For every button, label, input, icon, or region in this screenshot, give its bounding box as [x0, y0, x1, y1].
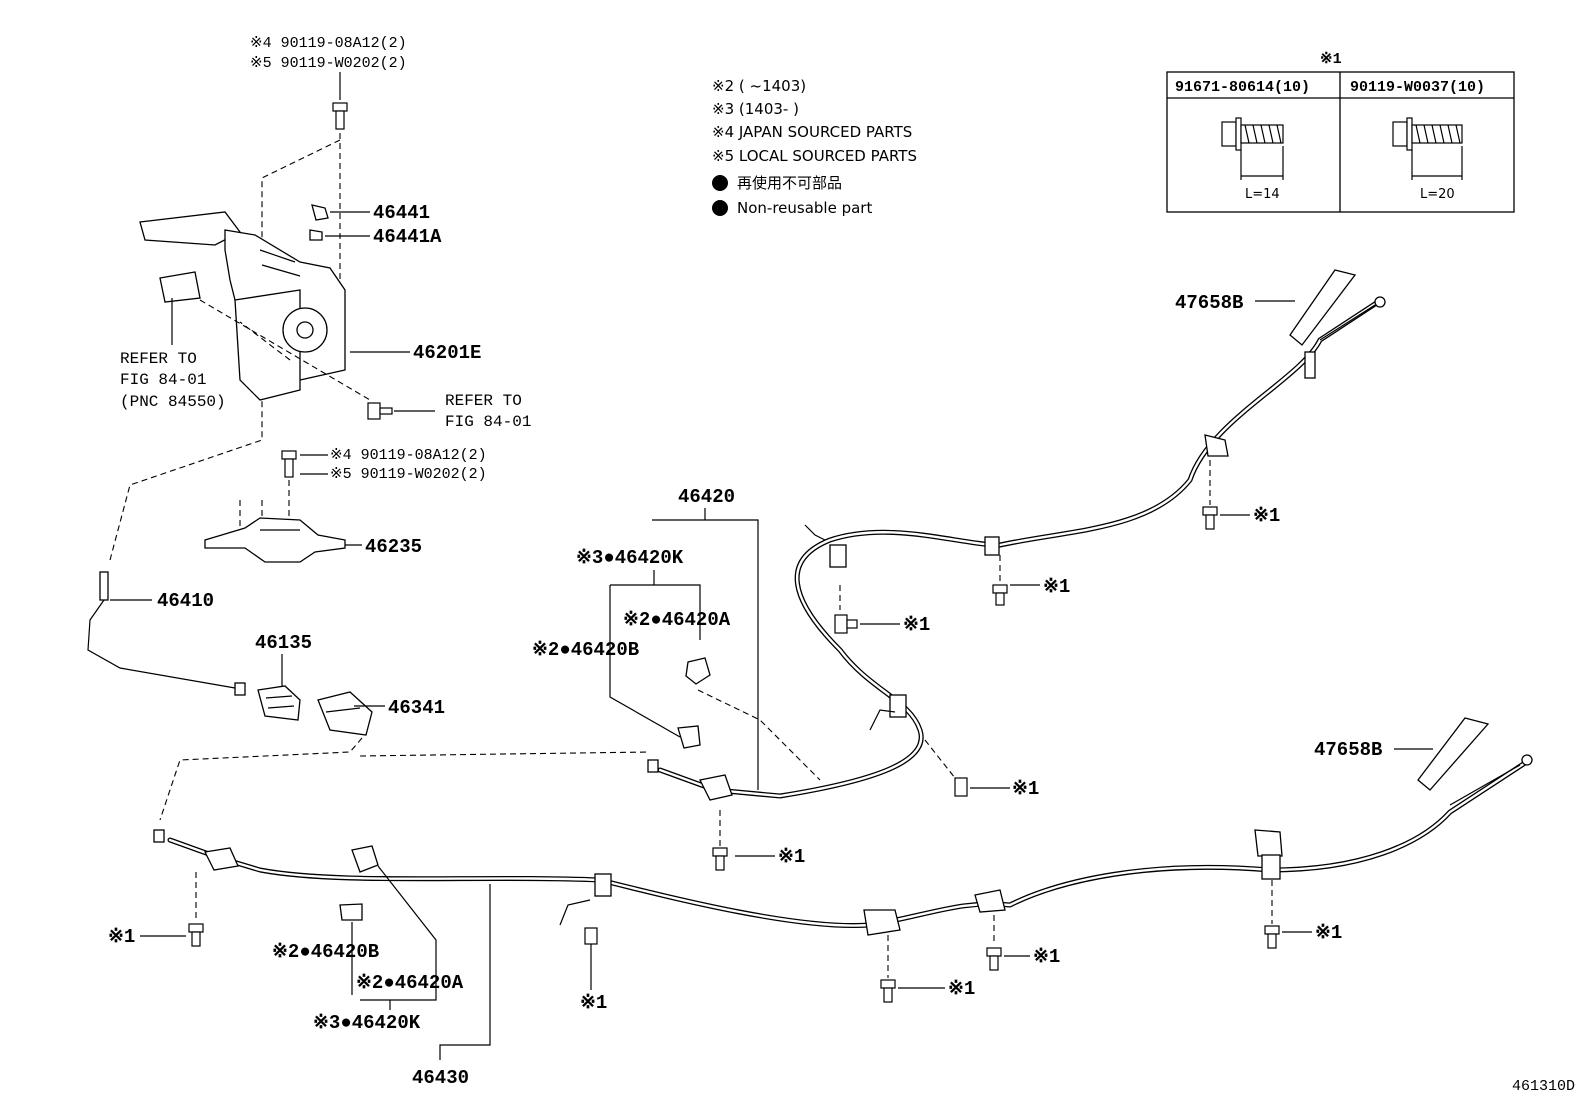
flange-bolt-icon: [1392, 117, 1463, 180]
table-col-2: 90119-W0037(10): [1350, 79, 1485, 96]
screw-icon: [367, 402, 393, 420]
x1-label: ※1: [1012, 778, 1039, 800]
legend-note-3: ※3 (1403- ): [712, 100, 799, 118]
legend-non-reusable-en: Non-reusable part: [737, 199, 872, 217]
refer-text-1c: (PNC 84550): [120, 393, 226, 411]
parking-brake-lever: [139, 211, 346, 401]
x1-label: ※1: [1033, 946, 1060, 968]
refer-text-2a: REFER TO: [445, 392, 522, 410]
mid-bolt-label-b: ※5 90119-W0202(2): [330, 466, 487, 483]
label-46201E: 46201E: [413, 342, 481, 364]
cable-end-lower-left: [153, 829, 239, 871]
flange-bolt-icon: [1221, 117, 1284, 180]
x1-label: ※1: [580, 992, 607, 1014]
x1-label: ※1: [948, 978, 975, 1000]
refer-text-1b: FIG 84-01: [120, 371, 206, 389]
bolt-group-upper: [712, 460, 1250, 871]
non-reusable-dot-icon: [712, 200, 728, 216]
label-46135: 46135: [255, 632, 312, 654]
x1-label: ※1: [108, 926, 135, 948]
cable-end-47658B-lower: [1417, 717, 1533, 806]
label-46420B-lower: ※2●46420B: [272, 941, 379, 963]
x1-label: ※1: [778, 846, 805, 868]
legend-note-5: ※5 LOCAL SOURCED PARTS: [712, 147, 917, 165]
label-47658B-upper: 47658B: [1175, 292, 1243, 314]
label-47658B-lower: 47658B: [1314, 739, 1382, 761]
bolt-group-lower: [140, 872, 1312, 1003]
bolt-icon: [281, 450, 297, 478]
label-46441: 46441: [373, 202, 430, 224]
cable-end-upper-left: [647, 759, 733, 801]
x1-label: ※1: [1315, 922, 1342, 944]
equalizer-46341: [317, 691, 373, 736]
top-bolt-label-b: ※5 90119-W0202(2): [250, 55, 407, 72]
bolt-icon: [332, 102, 348, 130]
legend-non-reusable-jp: 再使用不可部品: [737, 174, 842, 192]
switch-icon: [159, 271, 201, 345]
top-bolt-label-a: ※4 90119-08A12(2): [250, 35, 407, 52]
legend-note-4: ※4 JAPAN SOURCED PARTS: [712, 123, 912, 141]
x1-label: ※1: [1043, 576, 1070, 598]
label-46441A: 46441A: [373, 226, 442, 248]
table-title: ※1: [1320, 51, 1342, 68]
x1-label: ※1: [903, 614, 930, 636]
label-46410: 46410: [157, 590, 214, 612]
bracket-46235: [204, 517, 346, 563]
bolt-table: ※1 91671-80614(10) 90119-W0037(10) L=14 …: [1166, 51, 1515, 213]
grommet-icon: [559, 829, 1283, 936]
clip-46420A-lower-icon: [351, 845, 379, 873]
legend-note-2: ※2 ( ~1403): [712, 77, 806, 95]
label-46420: 46420: [678, 486, 735, 508]
table-col-1: 91671-80614(10): [1175, 79, 1310, 96]
clip-icon: [309, 204, 329, 241]
table-length-1: L=14: [1245, 187, 1280, 202]
cable-end-47658B-upper: [1289, 269, 1386, 346]
label-46420K-lower: ※3●46420K: [313, 1012, 421, 1034]
label-46420A-upper: ※2●46420A: [623, 609, 731, 631]
front-cable-46410: [87, 571, 246, 696]
clip-46420A-icon: [685, 657, 711, 685]
figure-code: 461310D: [1512, 1078, 1575, 1095]
label-46420B-upper: ※2●46420B: [532, 639, 639, 661]
label-46420A-lower: ※2●46420A: [356, 972, 464, 994]
grommet-icon: [804, 351, 1316, 731]
label-46235: 46235: [365, 536, 422, 558]
non-reusable-dot-icon: [712, 175, 728, 191]
mid-bolt-label-a: ※4 90119-08A12(2): [330, 447, 487, 464]
refer-text-1a: REFER TO: [120, 350, 197, 368]
legend: ※2 ( ~1403) ※3 (1403- ) ※4 JAPAN SOURCED…: [712, 77, 917, 217]
label-46430: 46430: [412, 1067, 469, 1089]
clip-46420B-icon: [677, 725, 701, 749]
table-length-2: L=20: [1420, 187, 1455, 202]
equalizer-46135: [257, 685, 301, 721]
label-46420K-upper: ※3●46420K: [576, 547, 684, 569]
x1-label: ※1: [1253, 505, 1280, 527]
clip-46420B-lower-icon: [339, 903, 363, 921]
label-46341: 46341: [388, 697, 445, 719]
refer-text-2b: FIG 84-01: [445, 413, 531, 431]
